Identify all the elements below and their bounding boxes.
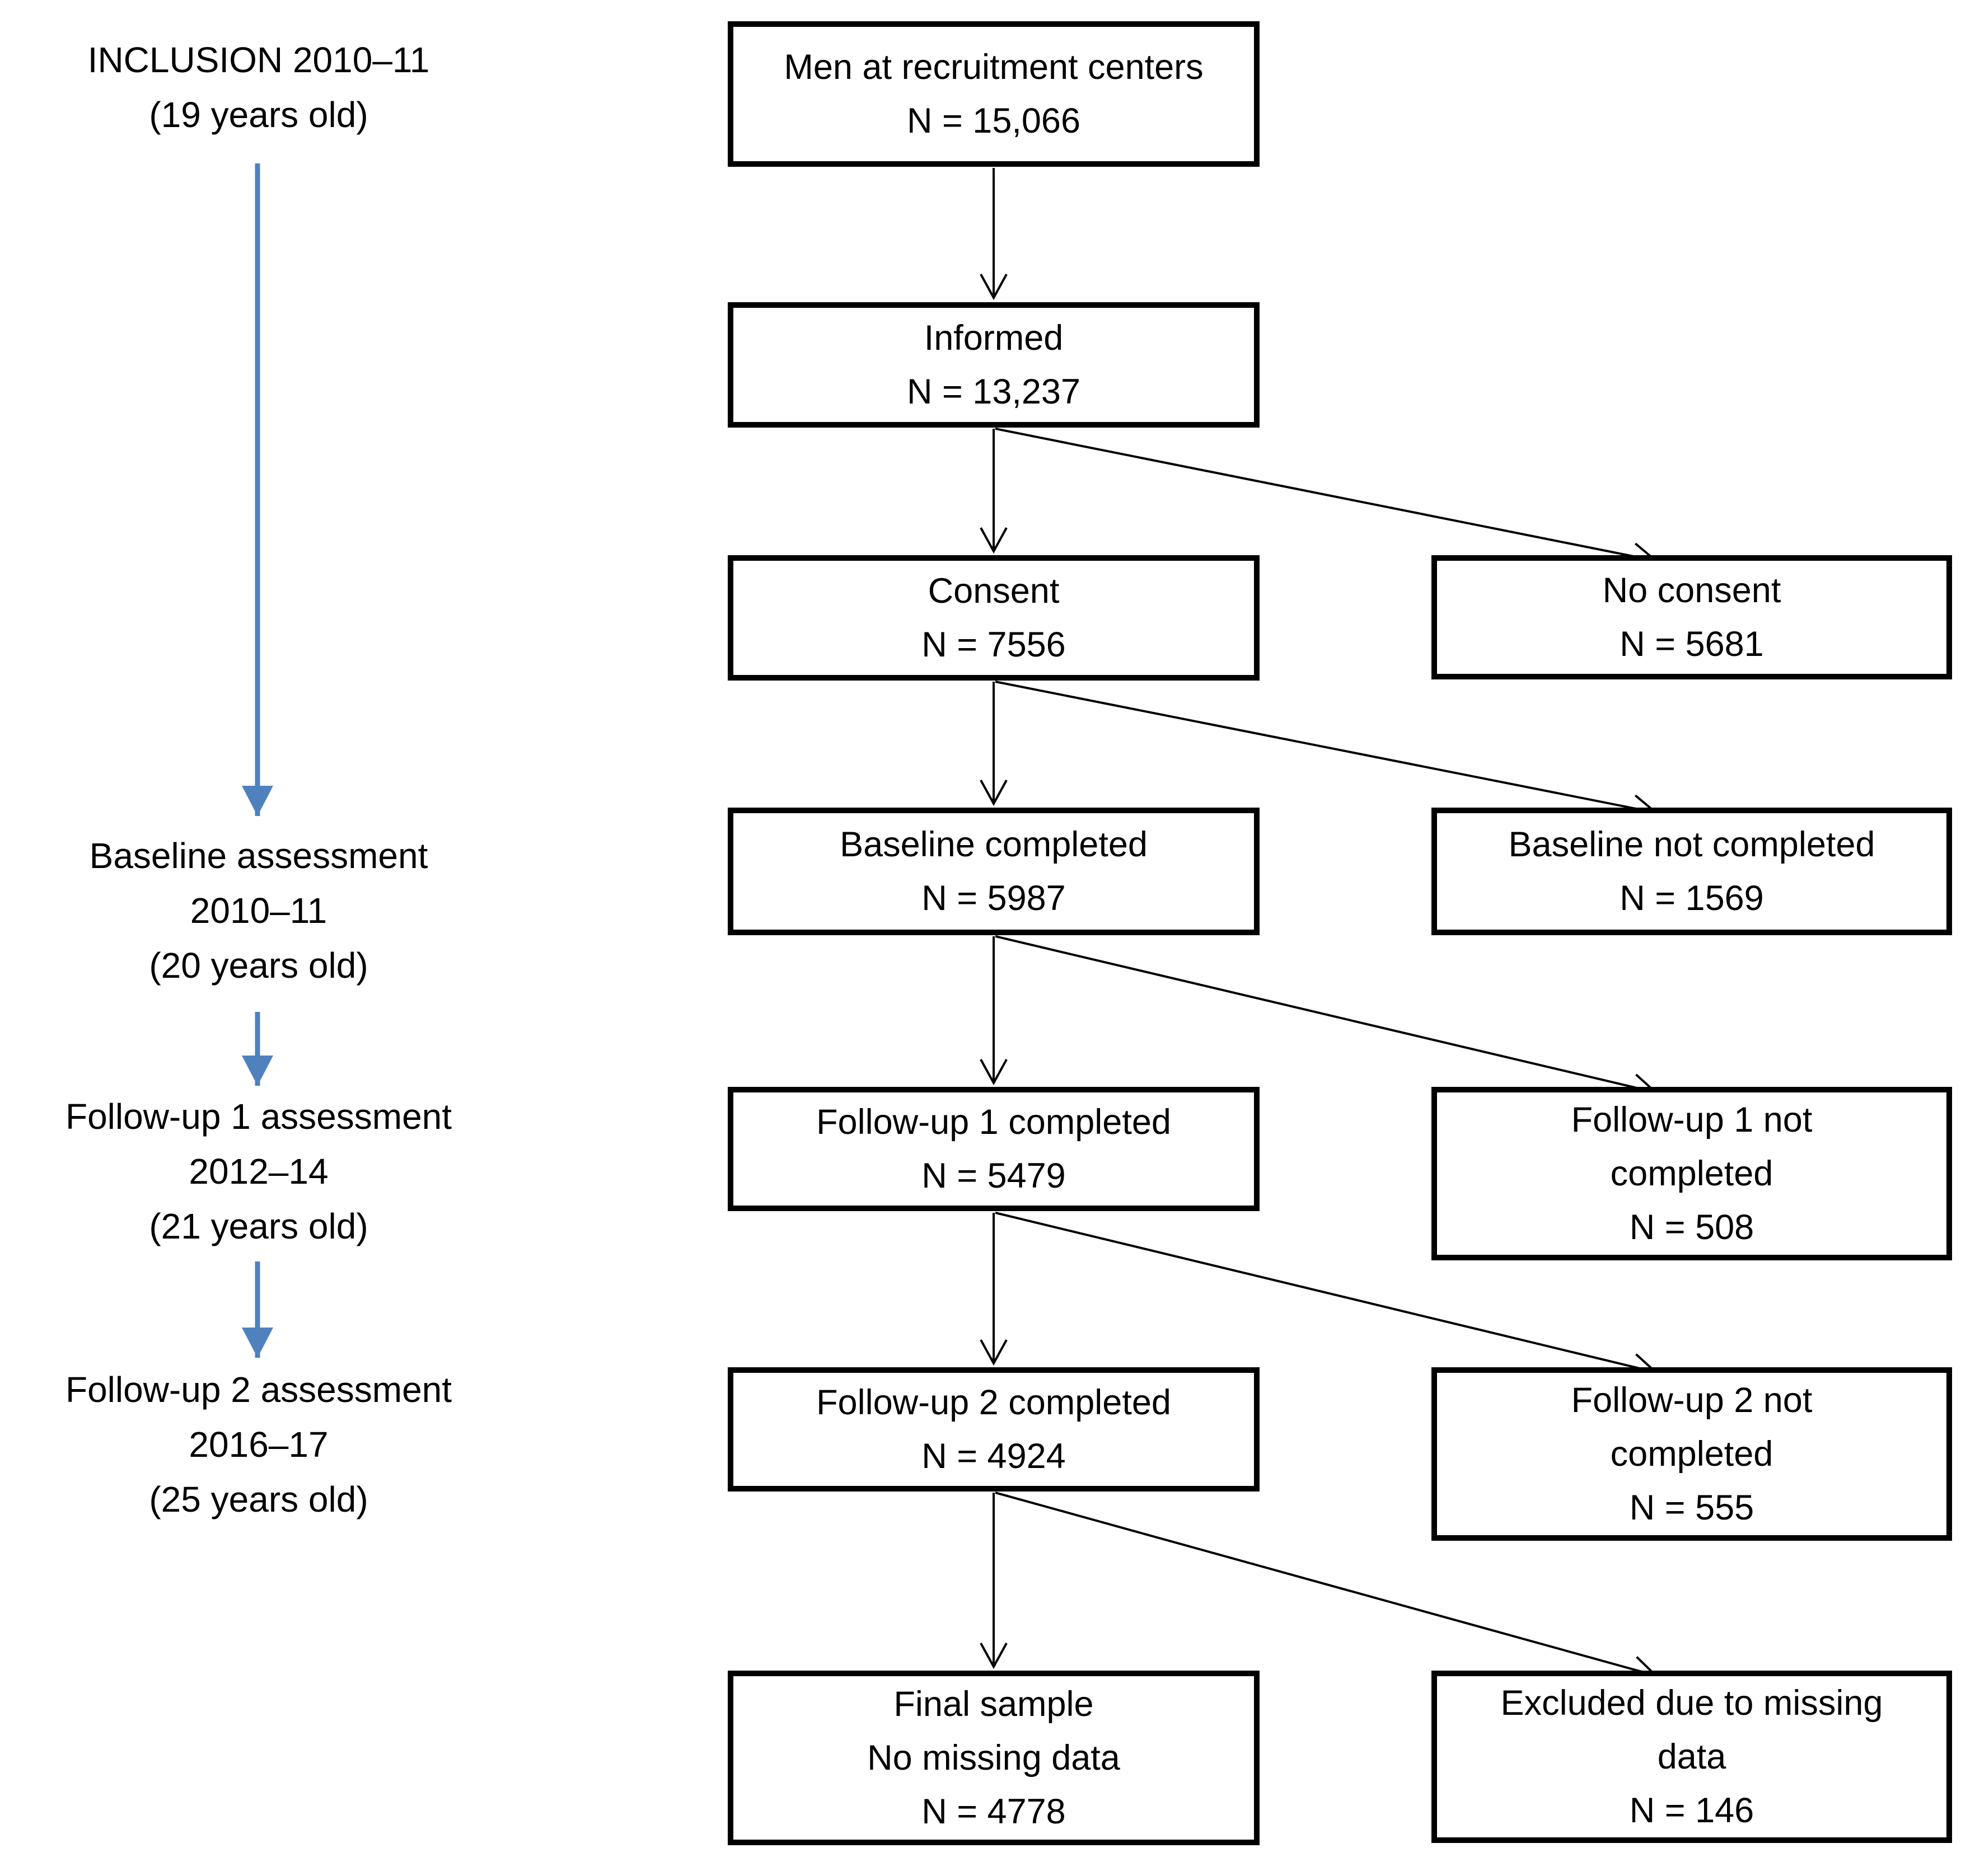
box-label: Baseline completed bbox=[840, 825, 1148, 864]
timeline-label-baseline-assessment: Baseline assessment 2010–11 (20 years ol… bbox=[29, 828, 488, 993]
box-label: No missing data bbox=[867, 1738, 1120, 1777]
box-count: N = 5479 bbox=[921, 1156, 1066, 1195]
box-count: N = 7556 bbox=[921, 625, 1066, 664]
box-men-at-recruitment-centers: Men at recruitment centers N = 15,066 bbox=[728, 21, 1260, 167]
arrow-fu1-to-fu2-not-completed bbox=[995, 1212, 1659, 1381]
box-label: completed bbox=[1610, 1154, 1773, 1193]
box-baseline-completed: Baseline completed N = 5987 bbox=[728, 808, 1260, 935]
box-baseline-not-completed: Baseline not completed N = 1569 bbox=[1431, 808, 1952, 935]
timeline-line: Baseline assessment bbox=[89, 836, 428, 876]
box-count: N = 13,237 bbox=[907, 372, 1080, 411]
box-label: Final sample bbox=[893, 1685, 1094, 1724]
box-followup2-completed: Follow-up 2 completed N = 4924 bbox=[728, 1367, 1260, 1492]
timeline-line: INCLUSION 2010–11 bbox=[87, 40, 430, 80]
timeline-line: (25 years old) bbox=[149, 1479, 368, 1519]
box-label: completed bbox=[1610, 1434, 1773, 1474]
timeline-line: (20 years old) bbox=[149, 945, 368, 986]
box-count: N = 15,066 bbox=[907, 101, 1080, 140]
box-label: Consent bbox=[928, 571, 1060, 611]
box-label: Informed bbox=[924, 318, 1064, 358]
box-count: N = 555 bbox=[1629, 1488, 1754, 1527]
box-count: N = 1569 bbox=[1620, 879, 1764, 918]
timeline-line: 2010–11 bbox=[190, 890, 327, 931]
box-label: Baseline not completed bbox=[1508, 825, 1875, 864]
arrow-informed-to-no-consent bbox=[995, 428, 1659, 570]
box-count: N = 146 bbox=[1629, 1791, 1754, 1830]
box-label: Excluded due to missing bbox=[1500, 1683, 1883, 1723]
timeline-label-followup2-assessment: Follow-up 2 assessment 2016–17 (25 years… bbox=[29, 1362, 488, 1527]
box-count: N = 4778 bbox=[921, 1792, 1066, 1831]
timeline-line: 2016–17 bbox=[189, 1424, 329, 1465]
timeline-line: Follow-up 2 assessment bbox=[65, 1370, 452, 1410]
box-label: Follow-up 1 completed bbox=[816, 1103, 1171, 1142]
box-informed: Informed N = 13,237 bbox=[728, 302, 1260, 428]
box-consent: Consent N = 7556 bbox=[728, 555, 1260, 681]
box-followup1-completed: Follow-up 1 completed N = 5479 bbox=[728, 1087, 1260, 1211]
box-label: Men at recruitment centers bbox=[784, 48, 1204, 87]
box-label: No consent bbox=[1602, 571, 1781, 610]
timeline-line: 2012–14 bbox=[189, 1151, 329, 1192]
timeline-label-inclusion: INCLUSION 2010–11 (19 years old) bbox=[29, 32, 488, 142]
box-label: data bbox=[1657, 1737, 1726, 1776]
box-no-consent: No consent N = 5681 bbox=[1431, 555, 1952, 679]
box-label: Follow-up 1 not bbox=[1571, 1100, 1813, 1139]
box-followup1-not-completed: Follow-up 1 not completed N = 508 bbox=[1431, 1087, 1952, 1260]
timeline-label-followup1-assessment: Follow-up 1 assessment 2012–14 (21 years… bbox=[29, 1089, 488, 1254]
timeline-line: (21 years old) bbox=[149, 1206, 368, 1246]
arrow-consent-to-baseline-not-completed bbox=[995, 681, 1659, 822]
box-count: N = 4924 bbox=[921, 1437, 1066, 1476]
box-label: Follow-up 2 not bbox=[1571, 1381, 1813, 1420]
box-count: N = 508 bbox=[1629, 1208, 1754, 1247]
box-excluded-missing-data: Excluded due to missing data N = 146 bbox=[1431, 1671, 1952, 1843]
box-followup2-not-completed: Follow-up 2 not completed N = 555 bbox=[1431, 1367, 1952, 1541]
box-count: N = 5987 bbox=[921, 879, 1066, 918]
arrow-fu2-to-excluded bbox=[995, 1492, 1659, 1683]
box-final-sample: Final sample No missing data N = 4778 bbox=[728, 1671, 1260, 1845]
timeline-line: Follow-up 1 assessment bbox=[65, 1096, 452, 1137]
arrow-baseline-to-fu1-not-completed bbox=[995, 935, 1659, 1101]
box-label: Follow-up 2 completed bbox=[816, 1383, 1171, 1422]
box-count: N = 5681 bbox=[1620, 625, 1764, 664]
timeline-line: (19 years old) bbox=[149, 95, 368, 135]
